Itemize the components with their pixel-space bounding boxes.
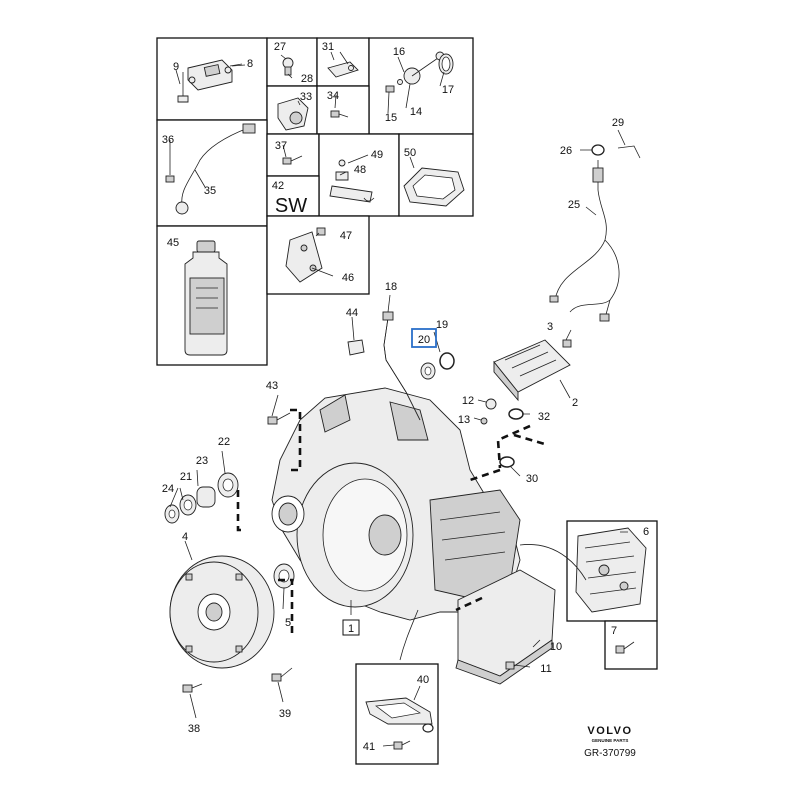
part-label: 23 [196, 455, 208, 467]
part-label: 15 [385, 112, 397, 124]
part-label: 44 [346, 307, 358, 319]
part-label: 6 [643, 526, 649, 538]
part-label: 18 [385, 281, 397, 293]
fluid-bottle-drawing [184, 240, 228, 356]
part-label: 36 [162, 134, 174, 146]
part-label: 37 [275, 140, 287, 152]
valve-body-drawing [575, 527, 647, 613]
brand-name: VOLVO [587, 725, 632, 737]
part-label: 12 [462, 395, 474, 407]
inset-box-42 [266, 175, 320, 217]
highlight-box-20 [411, 328, 437, 348]
part-label: 31 [322, 41, 334, 53]
assembly-connectors [236, 408, 587, 661]
part-label: 1 [348, 623, 354, 635]
shaft-seal-drawing [385, 51, 454, 93]
sw-label: SW [275, 195, 307, 217]
part-label: 16 [393, 46, 405, 58]
part-label: 2 [572, 397, 578, 409]
part-label: 40 [417, 674, 429, 686]
part-label: 49 [371, 149, 383, 161]
plug-27-drawing [282, 57, 294, 76]
inset-box-7 [604, 620, 658, 670]
part-label: 11 [540, 663, 551, 675]
sensor-bracket-drawing [177, 59, 246, 103]
part-label: 20 [418, 334, 430, 346]
part-label: 46 [342, 272, 354, 284]
part-label: 45 [167, 237, 179, 249]
bolts-drawing [182, 412, 293, 693]
part-numbers: 9 8 27 28 31 16 17 14 15 33 34 36 35 37 … [162, 41, 649, 753]
leader-lines [169, 51, 628, 747]
part-label: 21 [180, 471, 192, 483]
part-label: 28 [301, 73, 313, 85]
part-label: 47 [340, 230, 352, 242]
part-label: 39 [279, 708, 291, 720]
part-label: 14 [410, 106, 422, 118]
part-label: 13 [458, 414, 470, 426]
bolt-37-drawing [282, 155, 303, 165]
brand-logo: VOLVO GENUINE PARTS [587, 725, 632, 743]
part-label: 19 [436, 319, 448, 331]
part-label: 5 [285, 617, 291, 629]
part-label: 10 [550, 641, 562, 653]
part-label: 33 [300, 91, 312, 103]
part-label: 25 [568, 199, 580, 211]
control-module-drawing [480, 339, 572, 468]
inset-box-34 [316, 85, 370, 135]
part-label: 24 [162, 483, 174, 495]
part-label: 34 [327, 90, 339, 102]
oil-pan-drawing [455, 569, 556, 685]
gasket-40-drawing [365, 697, 434, 750]
torque-converter-drawing [169, 555, 275, 669]
bracket-48-drawing [329, 159, 375, 203]
part-label: 22 [218, 436, 230, 448]
part-label: 42 [272, 180, 284, 192]
dipstick-tube-drawing [347, 311, 455, 421]
wiring-harness-drawing [549, 144, 641, 322]
part-label: 50 [404, 147, 416, 159]
speed-sensor-cable-drawing [165, 123, 256, 215]
part-label: 35 [204, 185, 216, 197]
bolt-34-drawing [330, 110, 349, 118]
part-label: 8 [247, 58, 253, 70]
bracket-46-drawing [285, 227, 326, 283]
transmission-housing-drawing [271, 387, 521, 621]
part-label: 29 [612, 117, 624, 129]
part-label: 26 [560, 145, 572, 157]
part-label: 48 [354, 164, 366, 176]
diagram-id: GR-370799 [584, 748, 636, 759]
bolt-7-drawing [615, 641, 635, 654]
part-label: 32 [538, 411, 550, 423]
part-label: 4 [182, 531, 188, 543]
part-label: 38 [188, 723, 200, 735]
inset-box-37 [266, 133, 320, 177]
bracket-31-drawing [327, 51, 359, 78]
brand-tagline: GENUINE PARTS [592, 738, 629, 743]
solenoid-33-drawing [277, 97, 309, 131]
part-1-box [342, 619, 360, 636]
part-label: 9 [173, 61, 179, 73]
part-label: 41 [363, 741, 375, 753]
part-label: 3 [547, 321, 553, 333]
part-label: 17 [442, 84, 454, 96]
gasket-50-drawing [403, 167, 465, 207]
part-label: 27 [274, 41, 286, 53]
part-label: 7 [611, 625, 617, 637]
seals-drawing [164, 472, 295, 589]
part-label: 43 [266, 380, 278, 392]
part-label: 30 [526, 473, 538, 485]
